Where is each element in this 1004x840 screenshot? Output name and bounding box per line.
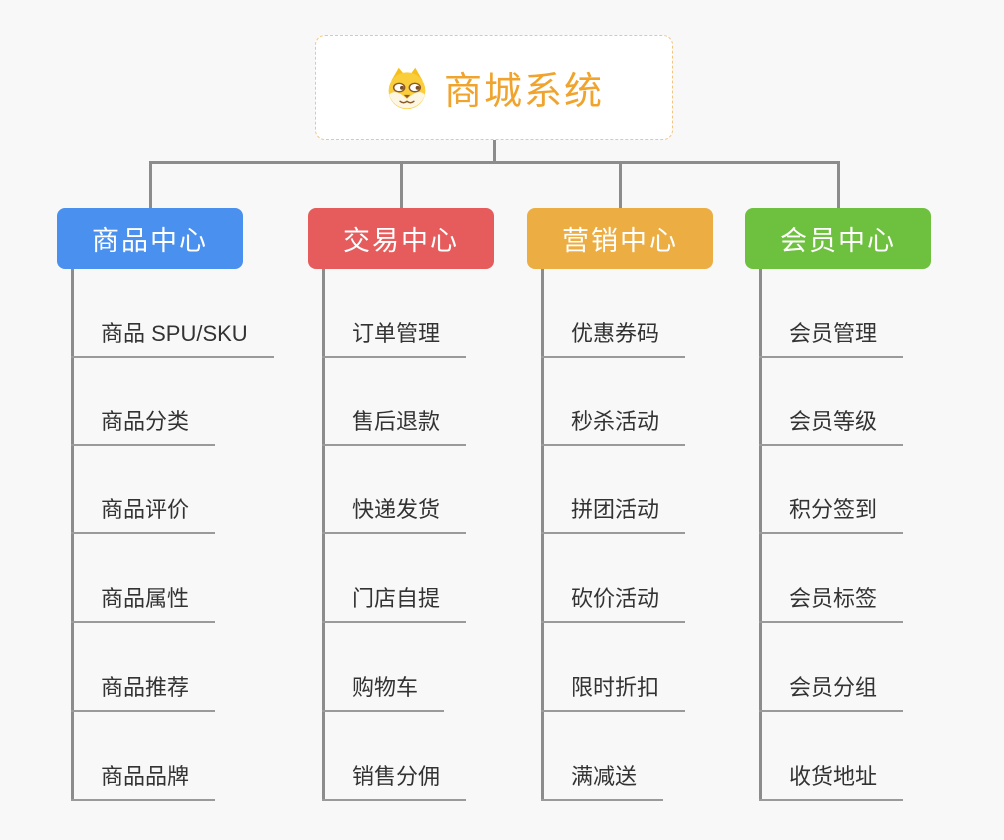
branch-header-member-center[interactable]: 会员中心 [745,208,931,269]
branch-item[interactable]: 秒杀活动 [541,400,686,446]
connector-drop [399,161,403,208]
connector-branch-spine [321,269,325,801]
root-node[interactable]: 商城系统 [315,35,673,140]
connector-drop [618,161,622,208]
connector-branch-spine [758,269,762,801]
branch-item[interactable]: 砍价活动 [541,577,686,623]
connector-drop [148,161,152,208]
branch-item[interactable]: 会员标签 [759,577,904,623]
branch-item[interactable]: 商品评价 [71,488,216,534]
branch-item[interactable]: 积分签到 [759,488,904,534]
connector-drop [836,161,840,208]
branch-item[interactable]: 商品 SPU/SKU [71,312,274,358]
connector-branch-spine [70,269,74,801]
branch-header-product-center[interactable]: 商品中心 [57,208,243,269]
doge-icon [384,65,430,111]
connector-root-stem [492,140,496,164]
branch-item[interactable]: 商品分类 [71,400,216,446]
branch-item[interactable]: 售后退款 [322,400,467,446]
root-title: 商城系统 [443,71,604,113]
branch-item[interactable]: 拼团活动 [541,488,686,534]
branch-item[interactable]: 购物车 [322,666,445,712]
branch-item[interactable]: 会员分组 [759,666,904,712]
branch-item[interactable]: 商品属性 [71,577,216,623]
connector-horizontal [148,161,840,164]
branch-item[interactable]: 收货地址 [759,755,904,801]
branch-item[interactable]: 满减送 [541,755,664,801]
connector-branch-spine [540,269,544,801]
branch-item[interactable]: 销售分佣 [322,755,467,801]
branch-item[interactable]: 门店自提 [322,577,467,623]
branch-item[interactable]: 订单管理 [322,312,467,358]
branch-header-marketing-center[interactable]: 营销中心 [527,208,713,269]
branch-item[interactable]: 优惠券码 [541,312,686,358]
branch-item[interactable]: 会员等级 [759,400,904,446]
branch-item[interactable]: 商品推荐 [71,666,216,712]
branch-item[interactable]: 会员管理 [759,312,904,358]
branch-item[interactable]: 限时折扣 [541,666,686,712]
branch-header-trade-center[interactable]: 交易中心 [308,208,494,269]
branch-item[interactable]: 快递发货 [322,488,467,534]
branch-item[interactable]: 商品品牌 [71,755,216,801]
